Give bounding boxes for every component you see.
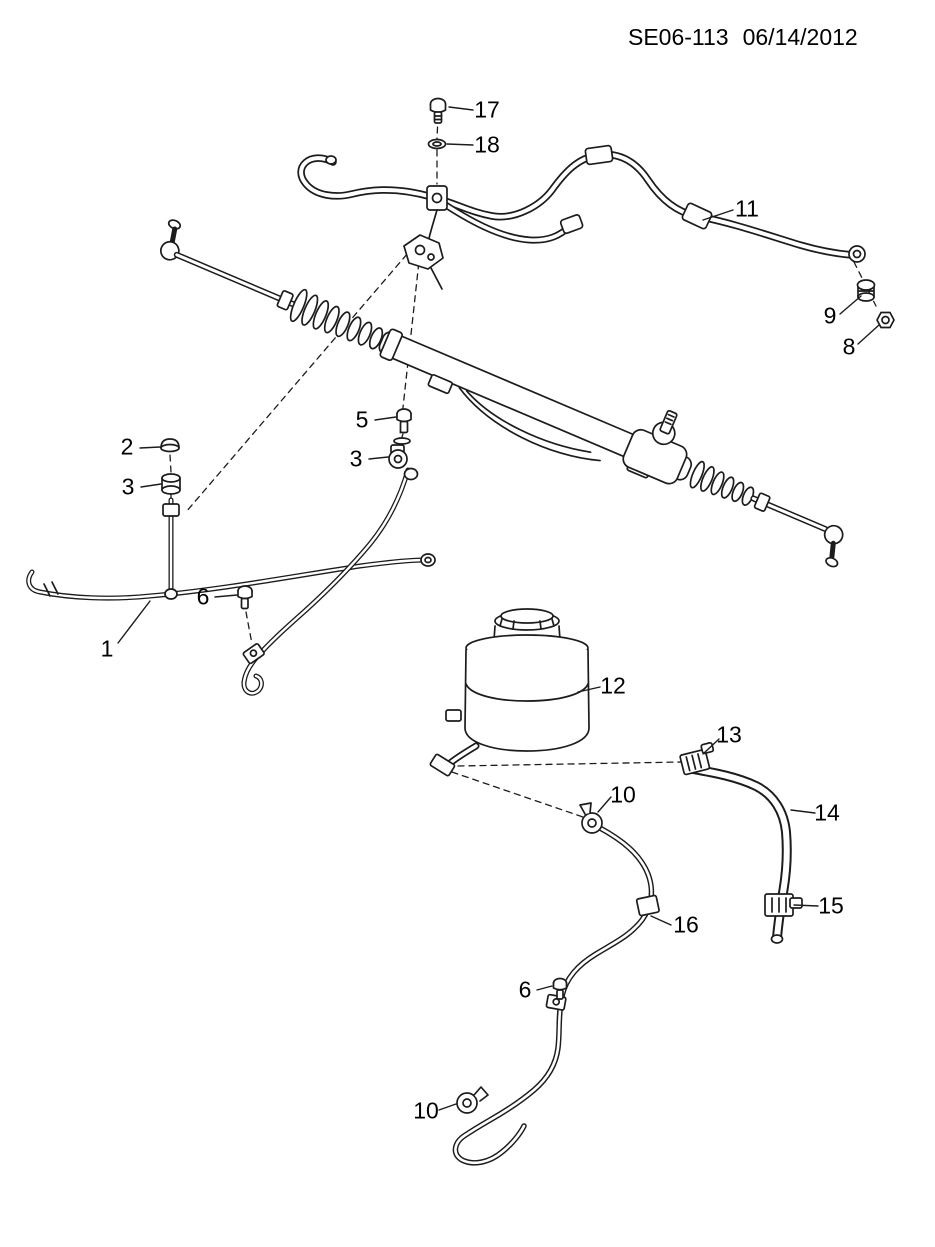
callout-3-left: 3 — [121, 473, 135, 500]
hose-14 — [688, 768, 787, 944]
cap-2-icon — [160, 438, 180, 453]
pipe2-top-fitting — [403, 467, 419, 481]
callout-15: 15 — [818, 892, 844, 919]
pipe-bracket — [242, 643, 265, 665]
reservoir-port — [445, 709, 462, 722]
document-code: SE06-113 — [628, 24, 729, 50]
bolt-6-lower-icon — [552, 977, 568, 1000]
callout-3-mid: 3 — [349, 445, 363, 472]
clamp-15-icon — [764, 893, 803, 917]
callout-11: 11 — [735, 195, 759, 222]
tie-rod-end-stud-right — [825, 556, 839, 568]
hose-clamp-bracket — [426, 185, 448, 211]
callout-14: 14 — [814, 799, 840, 826]
nut-8-icon — [876, 311, 895, 329]
branch-end-fitting — [559, 214, 584, 235]
reservoir — [429, 608, 590, 777]
callout-2: 2 — [120, 433, 134, 460]
bellows-boot-left — [289, 288, 384, 350]
washer-18-icon — [427, 138, 447, 150]
gear-top-bracket — [403, 234, 444, 270]
callout-10-lower: 10 — [413, 1097, 439, 1124]
callout-8: 8 — [842, 333, 856, 360]
construction-dashed-lines — [169, 115, 877, 1006]
tie-rod-end-right — [823, 524, 844, 545]
leader-lines — [117, 106, 880, 1111]
document-date: 06/14/2012 — [742, 24, 858, 50]
tie-rod-end-left — [159, 240, 180, 261]
mount-bracket-left — [427, 373, 453, 395]
clamp-3-icon — [388, 444, 408, 469]
clamp-10-lower-icon — [456, 1086, 489, 1114]
grommet-9-icon — [856, 279, 876, 302]
pressure-hose-assembly — [301, 144, 866, 290]
pipe-union — [635, 894, 660, 917]
callout-18: 18 — [474, 131, 500, 158]
bellows-boot-right — [689, 460, 755, 506]
clamp-13-icon — [679, 741, 715, 776]
steering-gear-assembly — [159, 219, 844, 568]
hose-fitting-right — [681, 202, 713, 230]
callout-9: 9 — [823, 302, 837, 329]
bolt-17-icon — [429, 97, 447, 124]
callout-10-upper: 10 — [610, 781, 636, 808]
callout-1: 1 — [100, 635, 114, 662]
cylinder-line-1 — [465, 390, 592, 454]
callout-17: 17 — [474, 96, 500, 123]
reservoir-outlet-nozzle — [429, 753, 456, 777]
return-pipe-assembly — [29, 467, 436, 694]
document-header: SE06-113 06/14/2012 — [628, 24, 872, 51]
clamp-10-upper-icon — [579, 802, 603, 834]
callout-5: 5 — [355, 406, 369, 433]
pipe-union-fitting — [162, 503, 180, 517]
cylinder-line-2 — [458, 386, 601, 462]
rack-housing — [378, 331, 693, 481]
callout-12: 12 — [600, 672, 626, 699]
hose-fitting-mid — [584, 144, 614, 166]
grommet-3-icon — [161, 473, 181, 495]
callout-13: 13 — [716, 721, 742, 748]
callout-16: 16 — [673, 911, 699, 938]
callout-6-lower: 6 — [518, 976, 532, 1003]
callout-6-upper: 6 — [196, 583, 210, 610]
bolt-6-upper-icon — [237, 585, 253, 610]
bolt-5-icon — [393, 408, 412, 445]
